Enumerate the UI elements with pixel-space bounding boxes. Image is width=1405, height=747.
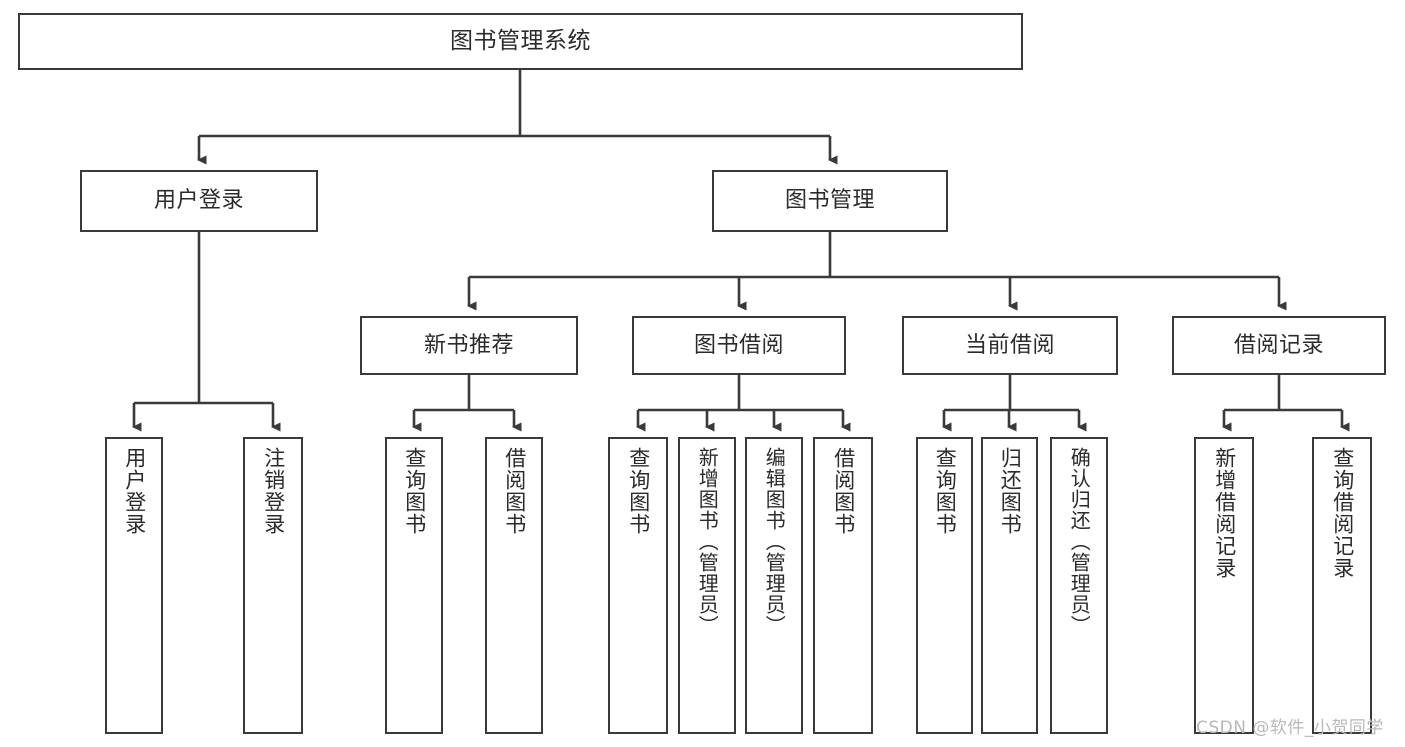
leaf-query-books-borrow[interactable]: 查询图书 xyxy=(608,437,668,734)
node-label: 确认归还（管理员） xyxy=(1067,447,1092,636)
leaf-query-borrow-record[interactable]: 查询借阅记录 xyxy=(1312,437,1372,734)
leaf-query-books-current[interactable]: 查询图书 xyxy=(916,437,973,734)
node-borrow-records[interactable]: 借阅记录 xyxy=(1172,316,1386,375)
node-user-login[interactable]: 用户登录 xyxy=(80,170,318,232)
node-book-borrow[interactable]: 图书借阅 xyxy=(632,316,846,375)
leaf-confirm-return-admin[interactable]: 确认归还（管理员） xyxy=(1050,437,1108,734)
node-new-book-recommend[interactable]: 新书推荐 xyxy=(360,316,578,375)
leaf-borrow-books-recommend[interactable]: 借阅图书 xyxy=(485,437,543,734)
leaf-user-login[interactable]: 用户登录 xyxy=(105,437,163,734)
node-label: 借阅图书 xyxy=(831,447,856,535)
node-label: 编辑图书（管理员） xyxy=(762,447,787,636)
node-label: 查询图书 xyxy=(402,447,427,535)
node-label: 查询借阅记录 xyxy=(1330,447,1355,579)
node-label: 查询图书 xyxy=(933,447,958,535)
node-label: 图书借阅 xyxy=(693,332,784,358)
leaf-borrow-books[interactable]: 借阅图书 xyxy=(813,437,873,734)
node-book-management[interactable]: 图书管理 xyxy=(712,170,948,232)
node-root-system[interactable]: 图书管理系统 xyxy=(18,13,1023,70)
node-label: 归还图书 xyxy=(998,447,1023,535)
leaf-return-books[interactable]: 归还图书 xyxy=(981,437,1038,734)
leaf-query-books-recommend[interactable]: 查询图书 xyxy=(385,437,443,734)
node-label: 新增借阅记录 xyxy=(1212,447,1237,579)
node-label: 图书管理系统 xyxy=(450,27,591,54)
node-label: 借阅图书 xyxy=(502,447,527,535)
node-label: 图书管理 xyxy=(784,188,875,214)
node-label: 借阅记录 xyxy=(1233,332,1324,358)
leaf-add-borrow-record[interactable]: 新增借阅记录 xyxy=(1194,437,1254,734)
node-current-borrow[interactable]: 当前借阅 xyxy=(902,316,1118,375)
leaf-logout[interactable]: 注销登录 xyxy=(243,437,303,734)
node-label: 用户登录 xyxy=(122,447,147,535)
node-label: 注销登录 xyxy=(261,447,286,535)
node-label: 新书推荐 xyxy=(423,332,514,358)
node-label: 新增图书（管理员） xyxy=(695,447,720,636)
node-label: 查询图书 xyxy=(626,447,651,535)
leaf-add-book-admin[interactable]: 新增图书（管理员） xyxy=(678,437,736,734)
csdn-watermark: CSDN @软件_小贺同学 xyxy=(1196,718,1384,738)
node-label: 用户登录 xyxy=(153,188,244,214)
node-label: 当前借阅 xyxy=(964,332,1055,358)
leaf-edit-book-admin[interactable]: 编辑图书（管理员） xyxy=(745,437,803,734)
